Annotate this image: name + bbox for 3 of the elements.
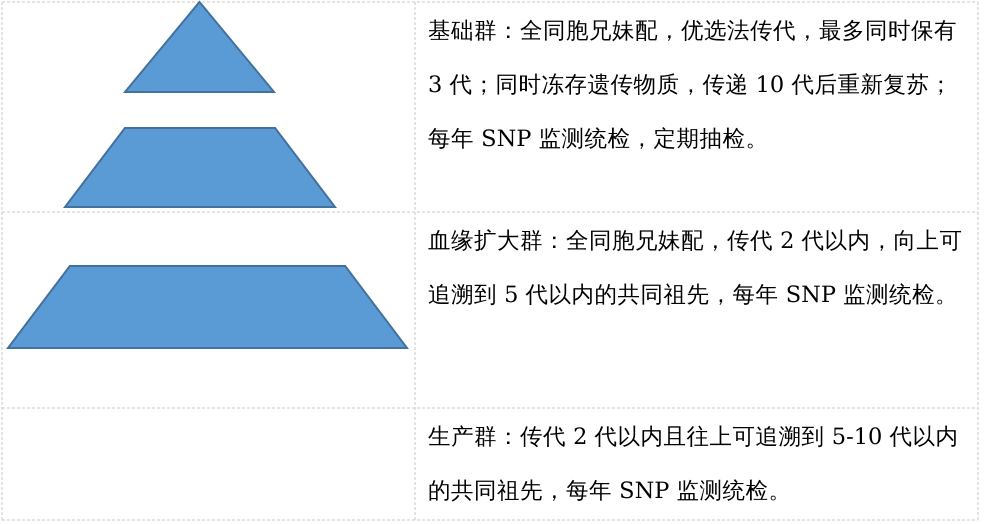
description-text: 生产群：传代 2 代以内且往上可追溯到 5-10 代以内的共同祖先，每年 SNP 监测统检。 bbox=[428, 423, 960, 506]
description-text: 基础群：全同胞兄妹配，优选法传代，最多同时保有 3 代；同时冻存遗传物质，传递 10 代后重新复苏；每年 SNP 监测统检，定期抽检。 bbox=[428, 17, 958, 154]
description-text: 血缘扩大群：全同胞兄妹配，传代 2 代以内，向上可追溯到 5 代以内的共同祖先，每年 SNP 监测统检。 bbox=[428, 227, 964, 310]
